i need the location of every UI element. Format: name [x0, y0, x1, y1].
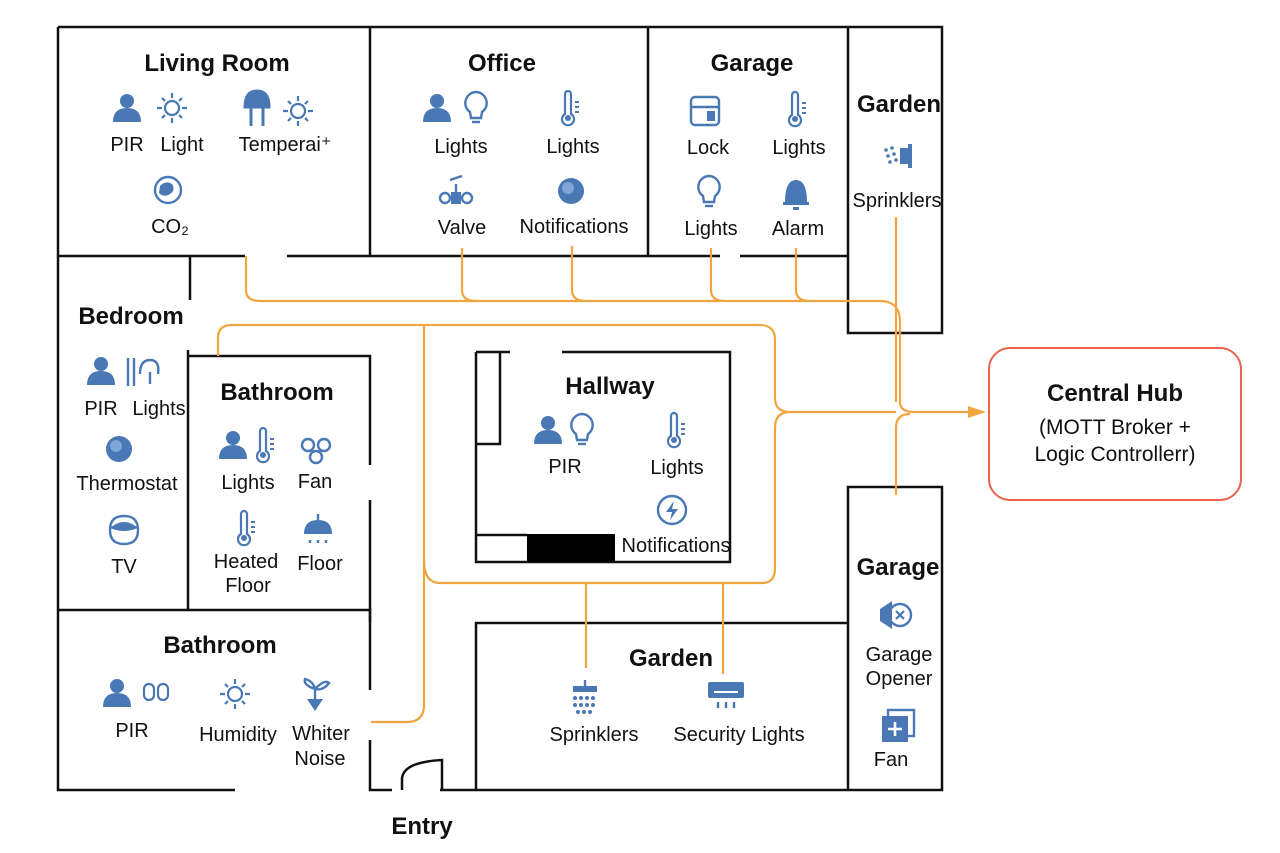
device-label: Fan [298, 471, 332, 493]
device-label: Garage [857, 554, 940, 581]
thermometer-icon [787, 90, 808, 128]
bell-icon [783, 180, 809, 210]
person-icon [87, 357, 115, 385]
device-label: Office [468, 50, 536, 77]
garage-opener-icon [878, 599, 913, 631]
thermometer-icon [255, 426, 276, 464]
sprinkler-icon [571, 678, 599, 716]
bulb-icon [570, 412, 594, 446]
showerhead-icon [302, 512, 334, 545]
device-label: Sprinklers [853, 190, 942, 212]
room-garage-top: Garage Lock Lights Lights Alarm [684, 50, 825, 240]
device-label: Notifications [622, 535, 731, 557]
light-sun-icon [155, 91, 189, 125]
room-bathroom-1: Bathroom Lights Fan Heated Floor Floor [214, 379, 343, 597]
device-label: Heated [214, 551, 279, 573]
pir-person-icon [113, 94, 141, 122]
dark-block [527, 534, 615, 562]
device-label: Floor [225, 575, 271, 597]
person-icon [103, 679, 131, 707]
hub-line-2: Logic Controllerr) [1034, 443, 1196, 466]
room-living: Living Room PIR Light Temperai⁺ CO₂ [110, 50, 331, 238]
thermostat-icon [106, 436, 132, 462]
device-label: Thermostat [76, 473, 178, 495]
thermometer-icon [236, 509, 257, 547]
lights-fixture-icon [126, 358, 160, 386]
temperature-dome-icon [243, 89, 271, 126]
device-label: Notifications [520, 216, 629, 238]
device-label: Hallway [565, 373, 655, 400]
bulb-icon [697, 174, 721, 208]
thermometer-icon [666, 411, 687, 449]
device-label: Garden [629, 645, 713, 672]
device-label: CO₂ [151, 216, 189, 238]
entry-label: Entry [391, 813, 453, 840]
device-label: Temperai⁺ [239, 134, 332, 156]
device-label: PIR [110, 134, 143, 156]
device-label: Noise [294, 748, 345, 770]
co2-globe-icon [153, 175, 183, 205]
device-label: Sprinklers [550, 724, 639, 746]
person-icon [219, 431, 247, 459]
valve-icon [438, 174, 474, 206]
device-label: Garage [711, 50, 794, 77]
device-label: Lights [546, 136, 599, 158]
device-label: PIR [84, 398, 117, 420]
device-label: Garage [866, 644, 933, 666]
thermometer-icon [560, 89, 581, 127]
hub-title: Central Hub [1046, 380, 1183, 407]
device-label: PIR [115, 720, 148, 742]
fan-icon [300, 437, 332, 465]
device-label: Lights [132, 398, 185, 420]
notification-icon [656, 494, 688, 526]
device-label: Whiter [292, 723, 350, 745]
device-label: Fan [874, 749, 908, 771]
central-hub: Central Hub (MOTT Broker + Logic Control… [988, 347, 1242, 501]
room-garage-right: Garage Garage Opener Fan [857, 554, 940, 771]
bulb-icon [464, 90, 488, 124]
hub-line-1: (MOTT Broker + [1039, 416, 1191, 439]
device-label: Bathroom [163, 632, 276, 659]
device-label: TV [111, 556, 137, 578]
room-bedroom: Bedroom PIR Lights Thermostat TV [76, 303, 185, 578]
lock-icon [689, 95, 721, 127]
humidity-icon [218, 677, 252, 711]
room-garden-bottom: Garden Sprinklers Security Lights [550, 645, 805, 746]
notification-globe-icon [558, 178, 584, 204]
device-label: Humidity [199, 724, 277, 746]
plant-icon [303, 677, 331, 713]
sensor-pair-icon [142, 682, 170, 702]
device-label: Lights [650, 457, 703, 479]
temperature-sun-icon [281, 94, 315, 128]
device-label: PIR [548, 456, 581, 478]
device-label: Bedroom [78, 303, 183, 330]
room-garden-top: Garden Sprinklers [853, 91, 942, 212]
device-label: Opener [866, 668, 933, 690]
device-label: Light [160, 134, 204, 156]
tv-icon [108, 514, 140, 546]
device-label: Bathroom [220, 379, 333, 406]
add-box-icon [880, 708, 916, 744]
device-label: Alarm [772, 218, 824, 240]
network-wires [216, 217, 986, 724]
device-label: Lock [687, 137, 730, 159]
room-title-living: Living Room [144, 50, 289, 77]
person-icon [534, 416, 562, 444]
device-label: Lights [772, 137, 825, 159]
room-bathroom-2: Bathroom PIR Humidity Whiter Noise [103, 632, 350, 770]
sprinkler-spray-icon [884, 144, 912, 168]
security-light-icon [706, 680, 746, 710]
device-label: Lights [221, 472, 274, 494]
device-label: Lights [684, 218, 737, 240]
room-office: Office Lights Lights Valve Notifications [423, 50, 628, 239]
device-label: Lights [434, 136, 487, 158]
person-icon [423, 94, 451, 122]
device-label: Security Lights [673, 724, 804, 746]
device-label: Floor [297, 553, 343, 575]
room-hallway: Hallway PIR Lights Notifications [534, 373, 730, 557]
device-label: Garden [857, 91, 941, 118]
device-label: Valve [438, 217, 487, 239]
